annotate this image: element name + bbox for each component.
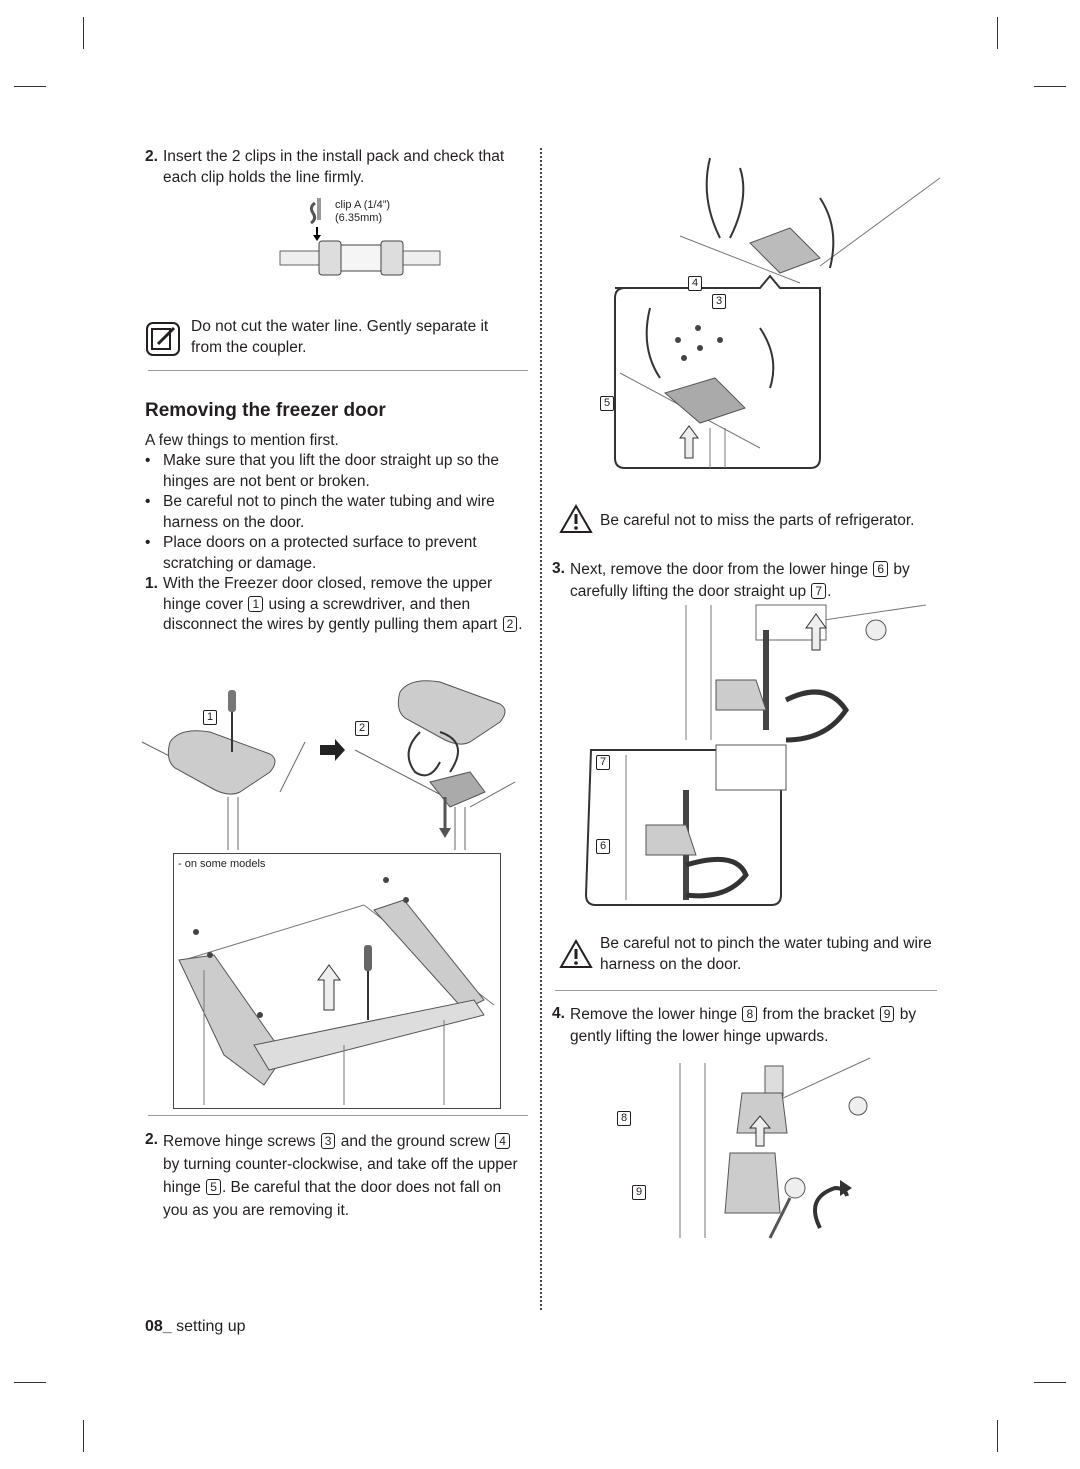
callout-badge: 7: [811, 583, 827, 599]
lower-hinge-lift-illustration: [584, 604, 927, 906]
step-text: Insert the 2 clips in the install pack a…: [163, 148, 505, 186]
up-arrow-icon: [317, 964, 341, 1011]
figure-label-8: 8: [617, 1111, 631, 1126]
figure-label-2: 2: [355, 721, 369, 736]
figure-label-3: 3: [712, 294, 726, 309]
divider: [148, 1115, 528, 1116]
crop-mark: [997, 1420, 998, 1452]
up-arrow-icon: [679, 425, 699, 459]
callout-badge: 4: [495, 1133, 510, 1149]
right-arrow-icon: [320, 739, 345, 761]
callout-badge: 8: [742, 1006, 758, 1022]
page-footer: 08_ setting up: [145, 1318, 246, 1336]
crop-mark: [14, 1382, 46, 1383]
figure-label-9: 9: [632, 1185, 646, 1200]
clip-size-label: (6.35mm): [335, 212, 383, 224]
lower-hinge-remove-illustration: [679, 1057, 871, 1239]
callout-badge: 3: [320, 1133, 336, 1149]
some-models-box: [173, 853, 501, 1109]
figure-label-1: 1: [203, 710, 217, 725]
hinge-bracket-illustration: [178, 877, 495, 1105]
up-arrow-icon: [748, 1115, 772, 1147]
figure-label-5: 5: [600, 396, 614, 411]
divider: [148, 370, 528, 371]
step-number: 4.: [552, 1005, 565, 1022]
section-name: setting up: [176, 1318, 246, 1335]
clip-label: clip A (1/4”): [335, 199, 391, 211]
caution-icon: [559, 503, 593, 533]
section-title: Removing the freezer door: [145, 400, 386, 421]
page-number: 08_: [145, 1318, 172, 1335]
callout-badge: 9: [879, 1006, 895, 1022]
clip-coupler-illustration: [279, 198, 441, 276]
intro-text: A few things to mention first.: [145, 432, 339, 449]
crop-mark: [83, 17, 84, 49]
note-text: Do not cut the water line. Gently separa…: [191, 318, 489, 356]
step-number: 2.: [145, 148, 158, 165]
note-icon: [146, 322, 180, 356]
figure-label-7: 7: [596, 755, 610, 770]
callout-badge: 2: [502, 616, 518, 632]
list-item: •Be careful not to pinch the water tubin…: [145, 493, 495, 531]
figure-label-4: 4: [688, 276, 702, 291]
step-number: 3.: [552, 560, 565, 577]
caution-text-2: Be careful not to pinch the water tubing…: [600, 935, 932, 973]
upper-hinge-illustration: [614, 157, 941, 469]
bullet-list: •Make sure that you lift the door straig…: [145, 451, 525, 574]
callout-badge: 1: [248, 595, 264, 612]
some-models-label: - on some models: [178, 858, 266, 870]
caution-icon: [559, 938, 593, 968]
crop-mark: [14, 86, 46, 87]
callout-badge: 6: [873, 561, 889, 577]
list-item: •Make sure that you lift the door straig…: [145, 452, 500, 490]
crop-mark: [83, 1420, 84, 1452]
crop-mark: [1034, 1382, 1066, 1383]
figure-label-6: 6: [596, 839, 610, 854]
step-number: 1.: [145, 575, 158, 592]
crop-mark: [1034, 86, 1066, 87]
list-item: •Place doors on a protected surface to p…: [145, 534, 477, 572]
hinge-cover-illustration: [141, 680, 516, 850]
divider: [555, 990, 937, 991]
up-arrow-icon: [805, 613, 827, 651]
callout-badge: 5: [206, 1179, 221, 1195]
caution-text-1: Be careful not to miss the parts of refr…: [600, 512, 915, 529]
column-divider: [540, 148, 542, 1310]
crop-mark: [997, 17, 998, 49]
step-number: 2.: [145, 1131, 158, 1148]
